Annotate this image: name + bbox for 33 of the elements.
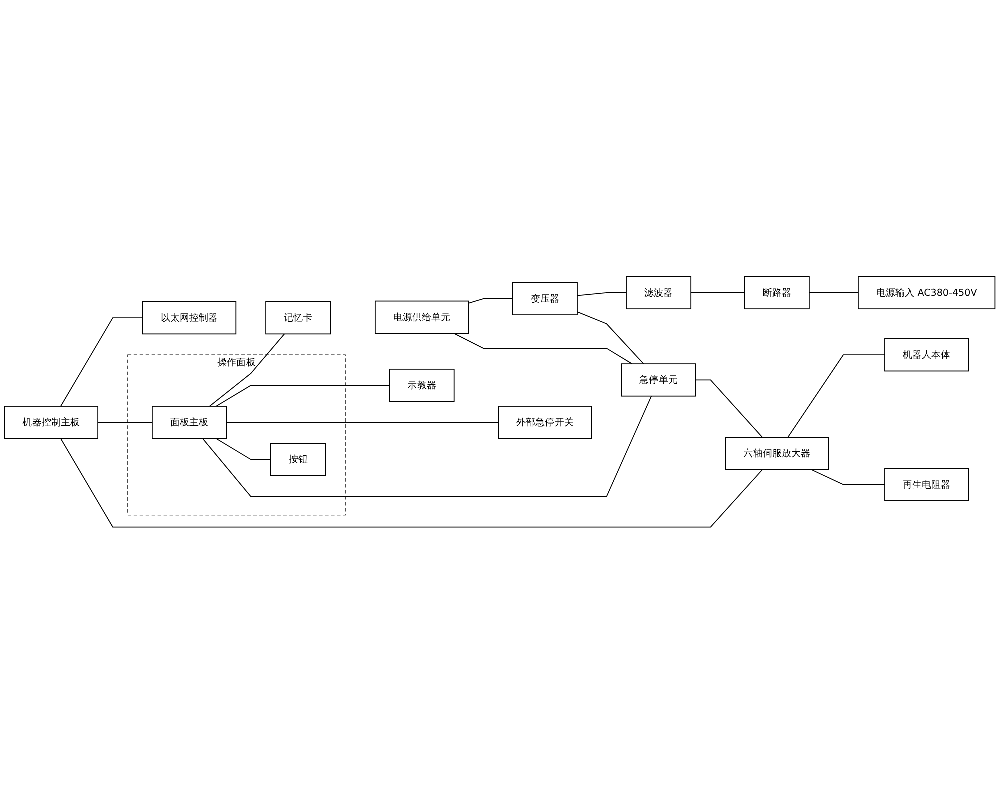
node-box: 机器人本体 — [884, 338, 970, 372]
node-box: 再生电阻器 — [884, 468, 970, 502]
connector — [216, 438, 272, 461]
node-box: 急停单元 — [621, 364, 696, 398]
node-box: 示教器 — [389, 369, 455, 403]
node-box: 外部急停开关 — [498, 406, 592, 440]
node-box: 滤波器 — [626, 276, 692, 310]
connector — [98, 422, 153, 424]
node-box: 记忆卡 — [266, 302, 332, 336]
connector — [577, 312, 644, 365]
node-box: 变压器 — [512, 282, 578, 316]
connector — [216, 386, 390, 408]
connector — [454, 334, 633, 365]
node-box: 机器控制主板 — [4, 406, 98, 440]
connector — [811, 470, 886, 486]
connector — [226, 422, 500, 424]
connector — [202, 396, 652, 498]
node-box: 电源供给单元 — [375, 301, 470, 334]
node-box: 按钮 — [270, 444, 326, 477]
connector — [695, 380, 764, 438]
connector — [809, 292, 859, 294]
connector — [468, 298, 514, 304]
connector — [788, 355, 886, 438]
node-box: 电源输入 AC380-450V — [858, 276, 996, 310]
connector — [577, 292, 627, 297]
connector — [690, 292, 746, 294]
connector — [60, 438, 764, 528]
node-box: 以太网控制器 — [142, 302, 237, 336]
node-box: 断路器 — [744, 276, 810, 310]
connector — [60, 318, 144, 408]
node-box: 六轴伺服放大器 — [725, 438, 830, 471]
connector — [209, 334, 286, 408]
node-box: 面板主板 — [152, 406, 228, 440]
